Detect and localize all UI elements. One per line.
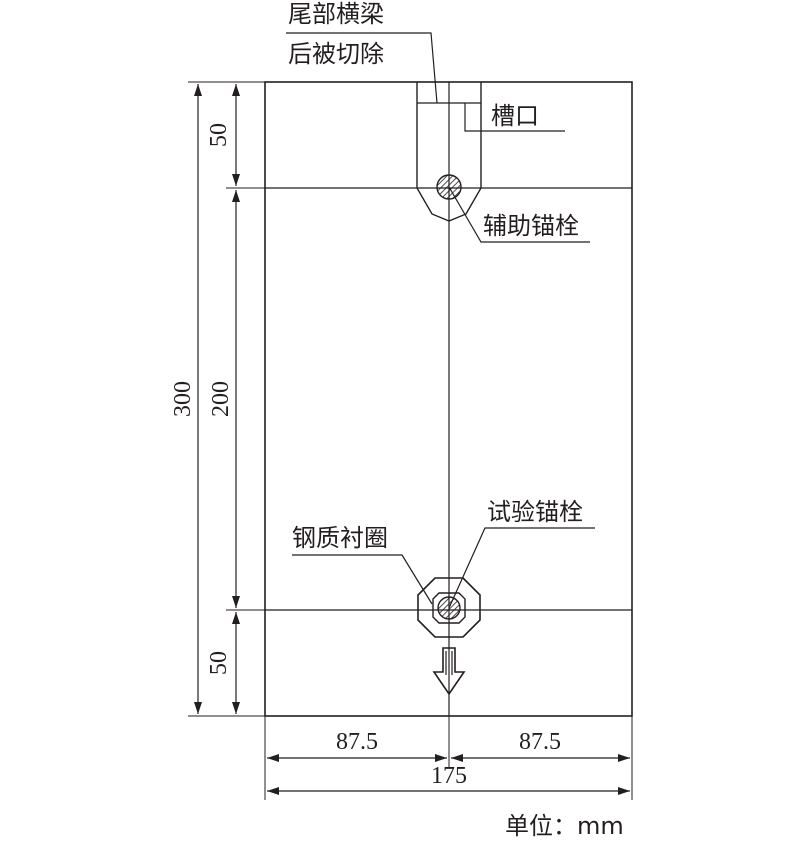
test-anchor-leader <box>448 527 595 609</box>
tail-beam-leader <box>286 32 438 104</box>
label-aux-anchor: 辅助锚栓 <box>483 212 579 240</box>
label-unit: 单位：mm <box>505 812 624 840</box>
dim-text-175: 175 <box>431 763 467 789</box>
load-direction-arrow <box>432 647 466 696</box>
aux-anchor-leader <box>448 186 590 243</box>
dim-text-top-50: 50 <box>206 123 232 147</box>
slot-outline <box>416 82 482 222</box>
label-steel-collar: 钢质衬圈 <box>292 524 388 552</box>
label-tail-beam-line2: 后被切除 <box>288 40 384 68</box>
dim-text-300: 300 <box>170 381 196 417</box>
dim-text-87.5-right: 87.5 <box>519 729 561 755</box>
dim-text-87.5-left: 87.5 <box>336 729 378 755</box>
steel-collar-leader <box>292 554 433 605</box>
label-slot: 槽口 <box>491 102 539 130</box>
label-tail-beam-line1: 尾部横梁 <box>288 0 384 28</box>
test-anchor-octagon <box>432 592 466 624</box>
slot-leader <box>464 103 565 132</box>
steel-collar-octagon <box>417 577 481 638</box>
dim-text-200: 200 <box>208 381 234 417</box>
label-test-anchor: 试验锚栓 <box>487 498 583 526</box>
dim-text-bottom-50: 50 <box>206 651 232 675</box>
